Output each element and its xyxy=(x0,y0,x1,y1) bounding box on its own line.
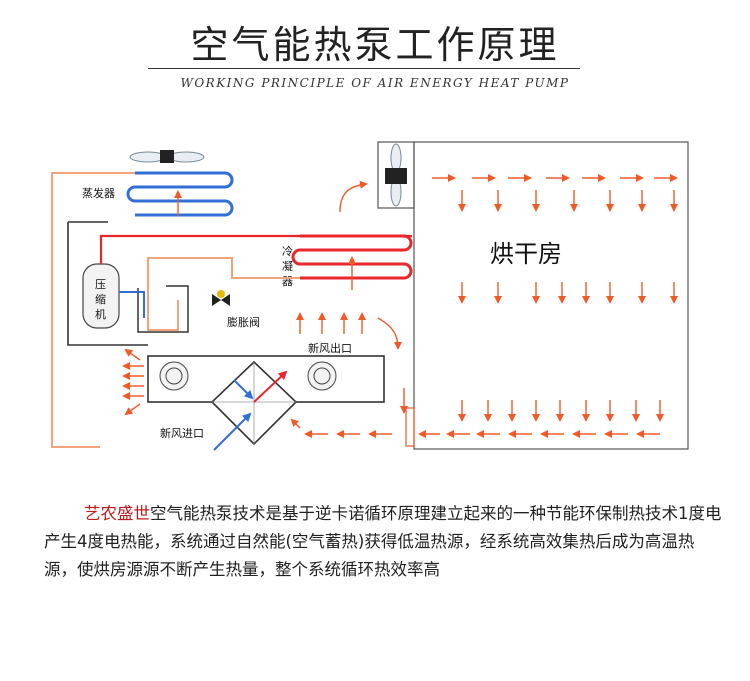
suction-line xyxy=(119,291,145,318)
system-frame xyxy=(67,221,148,346)
liquid-line xyxy=(147,257,300,331)
accumulator xyxy=(137,285,189,333)
evaporator-fan xyxy=(129,150,205,163)
svg-text:冷: 冷 xyxy=(282,245,293,258)
expansion-valve-label: 膨胀阀 xyxy=(227,315,260,329)
room-door xyxy=(405,407,415,447)
brand-name: 艺农盛世 xyxy=(84,504,150,523)
fresh-air-inlet-label: 新风进口 xyxy=(160,426,204,440)
airflow-arrows xyxy=(122,174,678,438)
fresh-air-blue-arrow-1 xyxy=(213,412,252,451)
evaporator-label: 蒸发器 xyxy=(82,186,115,200)
drying-room-box xyxy=(413,141,689,450)
page-title: 空气能热泵工作原理 xyxy=(190,23,560,67)
condenser-label: 冷 凝 器 xyxy=(282,245,293,288)
expansion-valve-icon xyxy=(212,290,230,306)
heat-pump-diagram: 蒸发器 压 缩 机 冷 凝 器 膨胀阀 烘干房 xyxy=(51,141,689,451)
svg-text:机: 机 xyxy=(95,307,106,321)
warm-loop-pipe xyxy=(51,172,135,448)
svg-text:缩: 缩 xyxy=(95,293,106,306)
compressor-label: 压 缩 机 xyxy=(95,278,106,321)
svg-text:凝: 凝 xyxy=(282,259,293,273)
title-underline xyxy=(148,68,580,69)
svg-text:器: 器 xyxy=(282,275,293,288)
fresh-air-blue-arrow-2 xyxy=(233,379,254,400)
description-paragraph: 艺农盛世空气能热泵技术是基于逆卡诺循环原理建立起来的一种节能环保制热技术1度电产… xyxy=(44,500,724,584)
drying-room-label: 烘干房 xyxy=(490,240,562,268)
description-text: 空气能热泵技术是基于逆卡诺循环原理建立起来的一种节能环保制热技术1度电产生4度电… xyxy=(44,504,722,579)
room-fan xyxy=(377,141,415,209)
svg-text:压: 压 xyxy=(95,278,106,291)
fresh-air-outlet-label: 新风出口 xyxy=(308,341,352,355)
fresh-air-red-arrow xyxy=(253,370,288,403)
condenser-coil xyxy=(291,234,413,280)
page-subtitle: WORKING PRINCIPLE OF AIR ENERGY HEAT PUM… xyxy=(180,76,570,90)
evaporator-coil xyxy=(126,171,234,217)
